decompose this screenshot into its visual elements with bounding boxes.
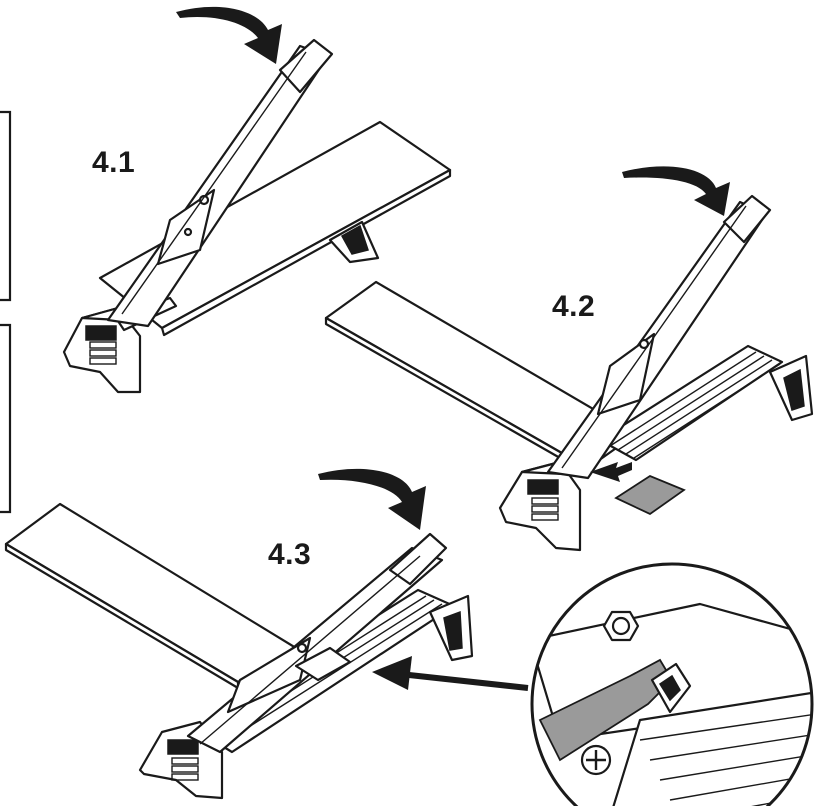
step-4-2-figure bbox=[324, 166, 814, 552]
curved-arrow-icon bbox=[318, 468, 426, 530]
step-4-1-figure bbox=[62, 6, 452, 394]
page-edge-brackets bbox=[0, 110, 12, 514]
board-4-3 bbox=[4, 502, 298, 684]
step-label-4-1: 4.1 bbox=[92, 146, 136, 179]
curved-arrow-icon bbox=[622, 166, 730, 216]
straight-arrow-icon bbox=[372, 656, 529, 691]
step-4-3-figure bbox=[4, 468, 474, 800]
step-label-4-2: 4.2 bbox=[552, 290, 596, 323]
cut-piece bbox=[614, 474, 686, 516]
step-label-4-3: 4.3 bbox=[268, 538, 312, 571]
detail-magnifier bbox=[530, 562, 814, 811]
curved-arrow-icon bbox=[176, 6, 282, 64]
